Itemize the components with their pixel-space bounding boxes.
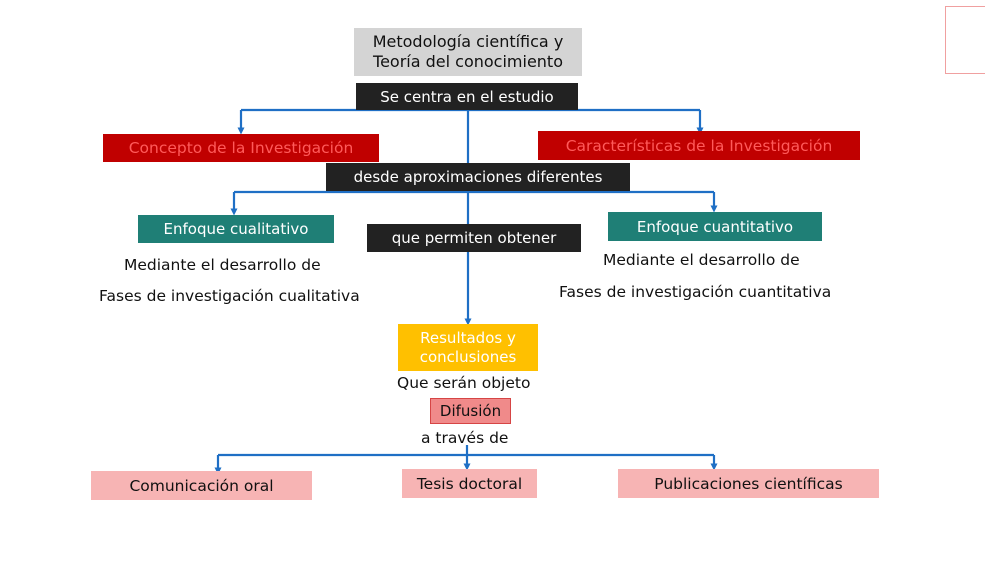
root-line-1: Metodología científica y bbox=[372, 32, 564, 51]
results-line-2: conclusiones bbox=[419, 347, 517, 366]
corner-frame-decoration bbox=[945, 6, 985, 74]
qualitative-node: Enfoque cualitativo bbox=[138, 215, 334, 243]
results-node: Resultados y conclusiones bbox=[398, 324, 538, 371]
right-topic-node: Características de la Investigación bbox=[538, 131, 860, 160]
quantitative-line-2: Fases de investigación cuantitativa bbox=[559, 283, 832, 301]
output-doctoral-thesis: Tesis doctoral bbox=[402, 469, 537, 498]
diffusion-node: Difusión bbox=[430, 398, 511, 424]
qualitative-line-2: Fases de investigación cualitativa bbox=[99, 287, 360, 305]
output-scientific-publications: Publicaciones científicas bbox=[618, 469, 879, 498]
connector-through-text: a través de bbox=[421, 429, 509, 447]
connector-approaches: desde aproximaciones diferentes bbox=[326, 163, 630, 191]
left-topic-node: Concepto de la Investigación bbox=[103, 134, 379, 162]
connector-study: Se centra en el estudio bbox=[356, 83, 578, 110]
quantitative-node: Enfoque cuantitativo bbox=[608, 212, 822, 241]
results-line-1: Resultados y bbox=[420, 328, 516, 347]
qualitative-line-1: Mediante el desarrollo de bbox=[124, 256, 321, 274]
quantitative-line-1: Mediante el desarrollo de bbox=[603, 251, 800, 269]
connector-object-text: Que serán objeto bbox=[397, 374, 531, 392]
root-node: Metodología científica y Teoría del cono… bbox=[354, 28, 582, 76]
connector-obtain: que permiten obtener bbox=[367, 224, 581, 252]
root-line-2: Teoría del conocimiento bbox=[373, 52, 563, 71]
output-oral-communication: Comunicación oral bbox=[91, 471, 312, 500]
